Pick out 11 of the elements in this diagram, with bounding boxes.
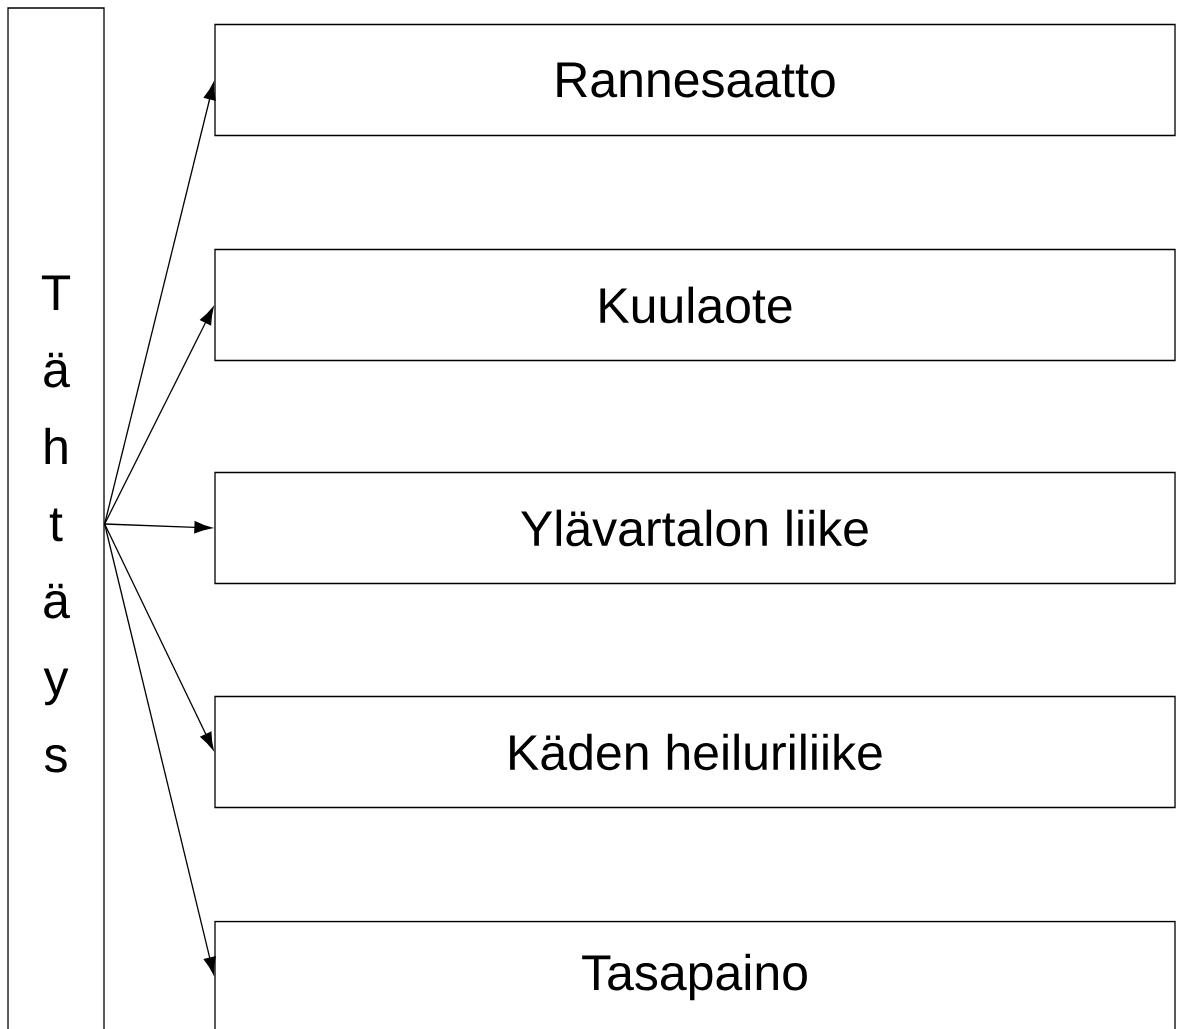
arrow bbox=[104, 523, 214, 750]
process-box: Rannesaatto bbox=[214, 23, 1176, 137]
arrow bbox=[104, 521, 212, 534]
process-box: Tasapaino bbox=[214, 920, 1176, 1029]
vertical-label-box: Tähtäys bbox=[7, 7, 105, 1029]
arrow bbox=[104, 307, 214, 525]
process-box: Ylävartalon liike bbox=[214, 471, 1176, 585]
process-box: Käden heiluriliike bbox=[214, 695, 1176, 809]
arrow bbox=[104, 523, 216, 975]
arrow bbox=[104, 82, 216, 525]
process-box: Kuulaote bbox=[214, 248, 1176, 362]
